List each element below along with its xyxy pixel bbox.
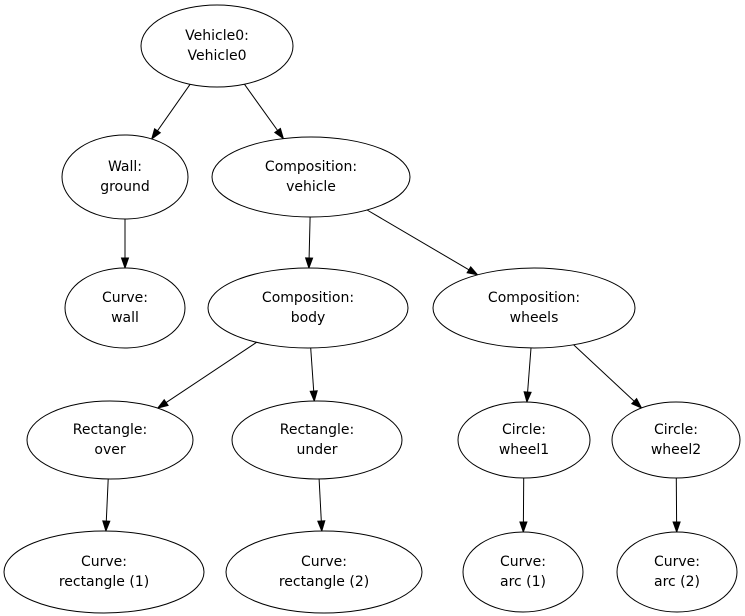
node-label-vehicle0-line1: Vehicle0: bbox=[185, 28, 249, 44]
edge-composition-vehicle-to-composition-wheels bbox=[366, 209, 479, 276]
node-label-wall-ground-line1: Wall: bbox=[108, 159, 142, 175]
arrowhead-icon bbox=[630, 397, 643, 410]
edge-composition-body-to-rectangle-over bbox=[156, 341, 257, 409]
edge-line bbox=[310, 347, 315, 392]
edge-line bbox=[105, 478, 109, 522]
edge-vehicle0-to-composition-vehicle bbox=[243, 83, 285, 140]
node-curve-arc-1: Curve: arc (1) bbox=[462, 531, 584, 613]
node-ellipse-curve-arc-2 bbox=[616, 531, 738, 613]
node-ellipse-vehicle0 bbox=[140, 4, 294, 88]
node-ellipse-curve-arc-1 bbox=[462, 531, 584, 613]
node-label-curve-arc-2-line2: arc (2) bbox=[654, 574, 700, 590]
node-label-rectangle-under-line2: under bbox=[296, 442, 337, 458]
node-label-curve-wall-line2: wall bbox=[111, 310, 139, 326]
node-label-circle-wheel1-line2: wheel1 bbox=[499, 442, 549, 458]
node-label-rectangle-over-line2: over bbox=[94, 442, 125, 458]
edge-circle-wheel2-to-curve-arc-2 bbox=[672, 477, 681, 534]
node-label-curve-arc-2-line1: Curve: bbox=[654, 554, 700, 570]
arrowhead-icon bbox=[304, 257, 314, 270]
node-label-composition-vehicle-line1: Composition: bbox=[265, 159, 357, 175]
node-label-composition-vehicle-line2: vehicle bbox=[286, 179, 336, 195]
node-label-composition-body-line2: body bbox=[291, 310, 326, 326]
node-label-circle-wheel2-line2: wheel2 bbox=[651, 442, 701, 458]
node-vehicle0: Vehicle0: Vehicle0 bbox=[140, 4, 294, 88]
node-ellipse-rectangle-under bbox=[231, 400, 403, 480]
node-ellipse-circle-wheel1 bbox=[457, 401, 591, 479]
edge-composition-wheels-to-circle-wheel1 bbox=[523, 347, 532, 404]
node-composition-wheels: Composition: wheels bbox=[432, 267, 636, 349]
node-label-curve-rectangle-1-line2: rectangle (1) bbox=[59, 574, 149, 590]
node-label-composition-body-line1: Composition: bbox=[262, 290, 354, 306]
node-label-rectangle-over-line1: Rectangle: bbox=[73, 422, 147, 438]
node-ellipse-curve-rectangle-1 bbox=[3, 530, 205, 614]
edge-circle-wheel1-to-curve-arc-1 bbox=[519, 477, 528, 534]
node-label-curve-rectangle-2-line1: Curve: bbox=[301, 554, 347, 570]
node-label-circle-wheel2-line1: Circle: bbox=[654, 422, 698, 438]
node-ellipse-curve-wall bbox=[64, 267, 186, 349]
edge-line bbox=[366, 209, 470, 271]
arrowhead-icon bbox=[156, 398, 169, 409]
edge-line bbox=[573, 344, 635, 402]
node-rectangle-under: Rectangle: under bbox=[231, 400, 403, 480]
edge-line bbox=[243, 83, 279, 131]
arrowhead-icon bbox=[523, 391, 532, 404]
edge-line bbox=[165, 341, 257, 404]
node-ellipse-composition-vehicle bbox=[211, 136, 411, 218]
arrowhead-icon bbox=[273, 127, 285, 140]
node-circle-wheel2: Circle: wheel2 bbox=[611, 401, 741, 479]
edge-line bbox=[308, 216, 311, 259]
node-curve-rectangle-2: Curve: rectangle (2) bbox=[225, 530, 423, 614]
arrowhead-icon bbox=[672, 521, 681, 534]
node-curve-arc-2: Curve: arc (2) bbox=[616, 531, 738, 613]
nodes-layer: Vehicle0:Vehicle0Wall:groundComposition:… bbox=[3, 4, 741, 614]
arrowhead-icon bbox=[317, 520, 326, 533]
node-label-curve-rectangle-2-line2: rectangle (2) bbox=[279, 574, 369, 590]
node-label-composition-wheels-line2: wheels bbox=[510, 310, 559, 326]
node-rectangle-over: Rectangle: over bbox=[26, 400, 194, 480]
node-label-vehicle0-line2: Vehicle0 bbox=[188, 48, 247, 64]
edge-composition-body-to-rectangle-under bbox=[309, 347, 318, 403]
edge-rectangle-over-to-curve-rectangle-1 bbox=[102, 478, 111, 533]
node-ellipse-rectangle-over bbox=[26, 400, 194, 480]
edge-composition-wheels-to-circle-wheel2 bbox=[573, 344, 643, 410]
node-label-curve-arc-1-line2: arc (1) bbox=[500, 574, 546, 590]
node-ellipse-composition-wheels bbox=[432, 267, 636, 349]
arrowhead-icon bbox=[150, 127, 162, 141]
node-ellipse-composition-body bbox=[207, 267, 409, 349]
node-label-curve-wall-line1: Curve: bbox=[102, 290, 148, 306]
edge-line bbox=[527, 347, 532, 393]
node-composition-vehicle: Composition: vehicle bbox=[211, 136, 411, 218]
node-label-composition-wheels-line1: Composition: bbox=[488, 290, 580, 306]
node-curve-rectangle-1: Curve: rectangle (1) bbox=[3, 530, 205, 614]
node-ellipse-curve-rectangle-2 bbox=[225, 530, 423, 614]
edge-line bbox=[157, 84, 191, 132]
edge-rectangle-under-to-curve-rectangle-2 bbox=[317, 478, 326, 533]
arrowhead-icon bbox=[120, 257, 130, 270]
node-label-wall-ground-line2: ground bbox=[100, 179, 150, 195]
arrowhead-icon bbox=[102, 520, 111, 533]
node-ellipse-wall-ground bbox=[61, 134, 189, 220]
node-curve-wall: Curve: wall bbox=[64, 267, 186, 349]
node-label-circle-wheel1-line1: Circle: bbox=[502, 422, 546, 438]
node-ellipse-circle-wheel2 bbox=[611, 401, 741, 479]
node-wall-ground: Wall: ground bbox=[61, 134, 189, 220]
edge-composition-vehicle-to-composition-body bbox=[304, 216, 314, 270]
node-label-curve-rectangle-1-line1: Curve: bbox=[81, 554, 127, 570]
edge-vehicle0-to-wall-ground bbox=[150, 84, 191, 141]
node-label-curve-arc-1-line1: Curve: bbox=[500, 554, 546, 570]
arrowhead-icon bbox=[466, 265, 479, 276]
edge-wall-ground-to-curve-wall bbox=[120, 219, 130, 270]
edge-line bbox=[318, 478, 322, 522]
arrowhead-icon bbox=[309, 390, 318, 403]
edges-layer bbox=[102, 83, 681, 534]
node-label-rectangle-under-line1: Rectangle: bbox=[280, 422, 354, 438]
arrowhead-icon bbox=[519, 521, 528, 534]
node-composition-body: Composition: body bbox=[207, 267, 409, 349]
node-circle-wheel1: Circle: wheel1 bbox=[457, 401, 591, 479]
